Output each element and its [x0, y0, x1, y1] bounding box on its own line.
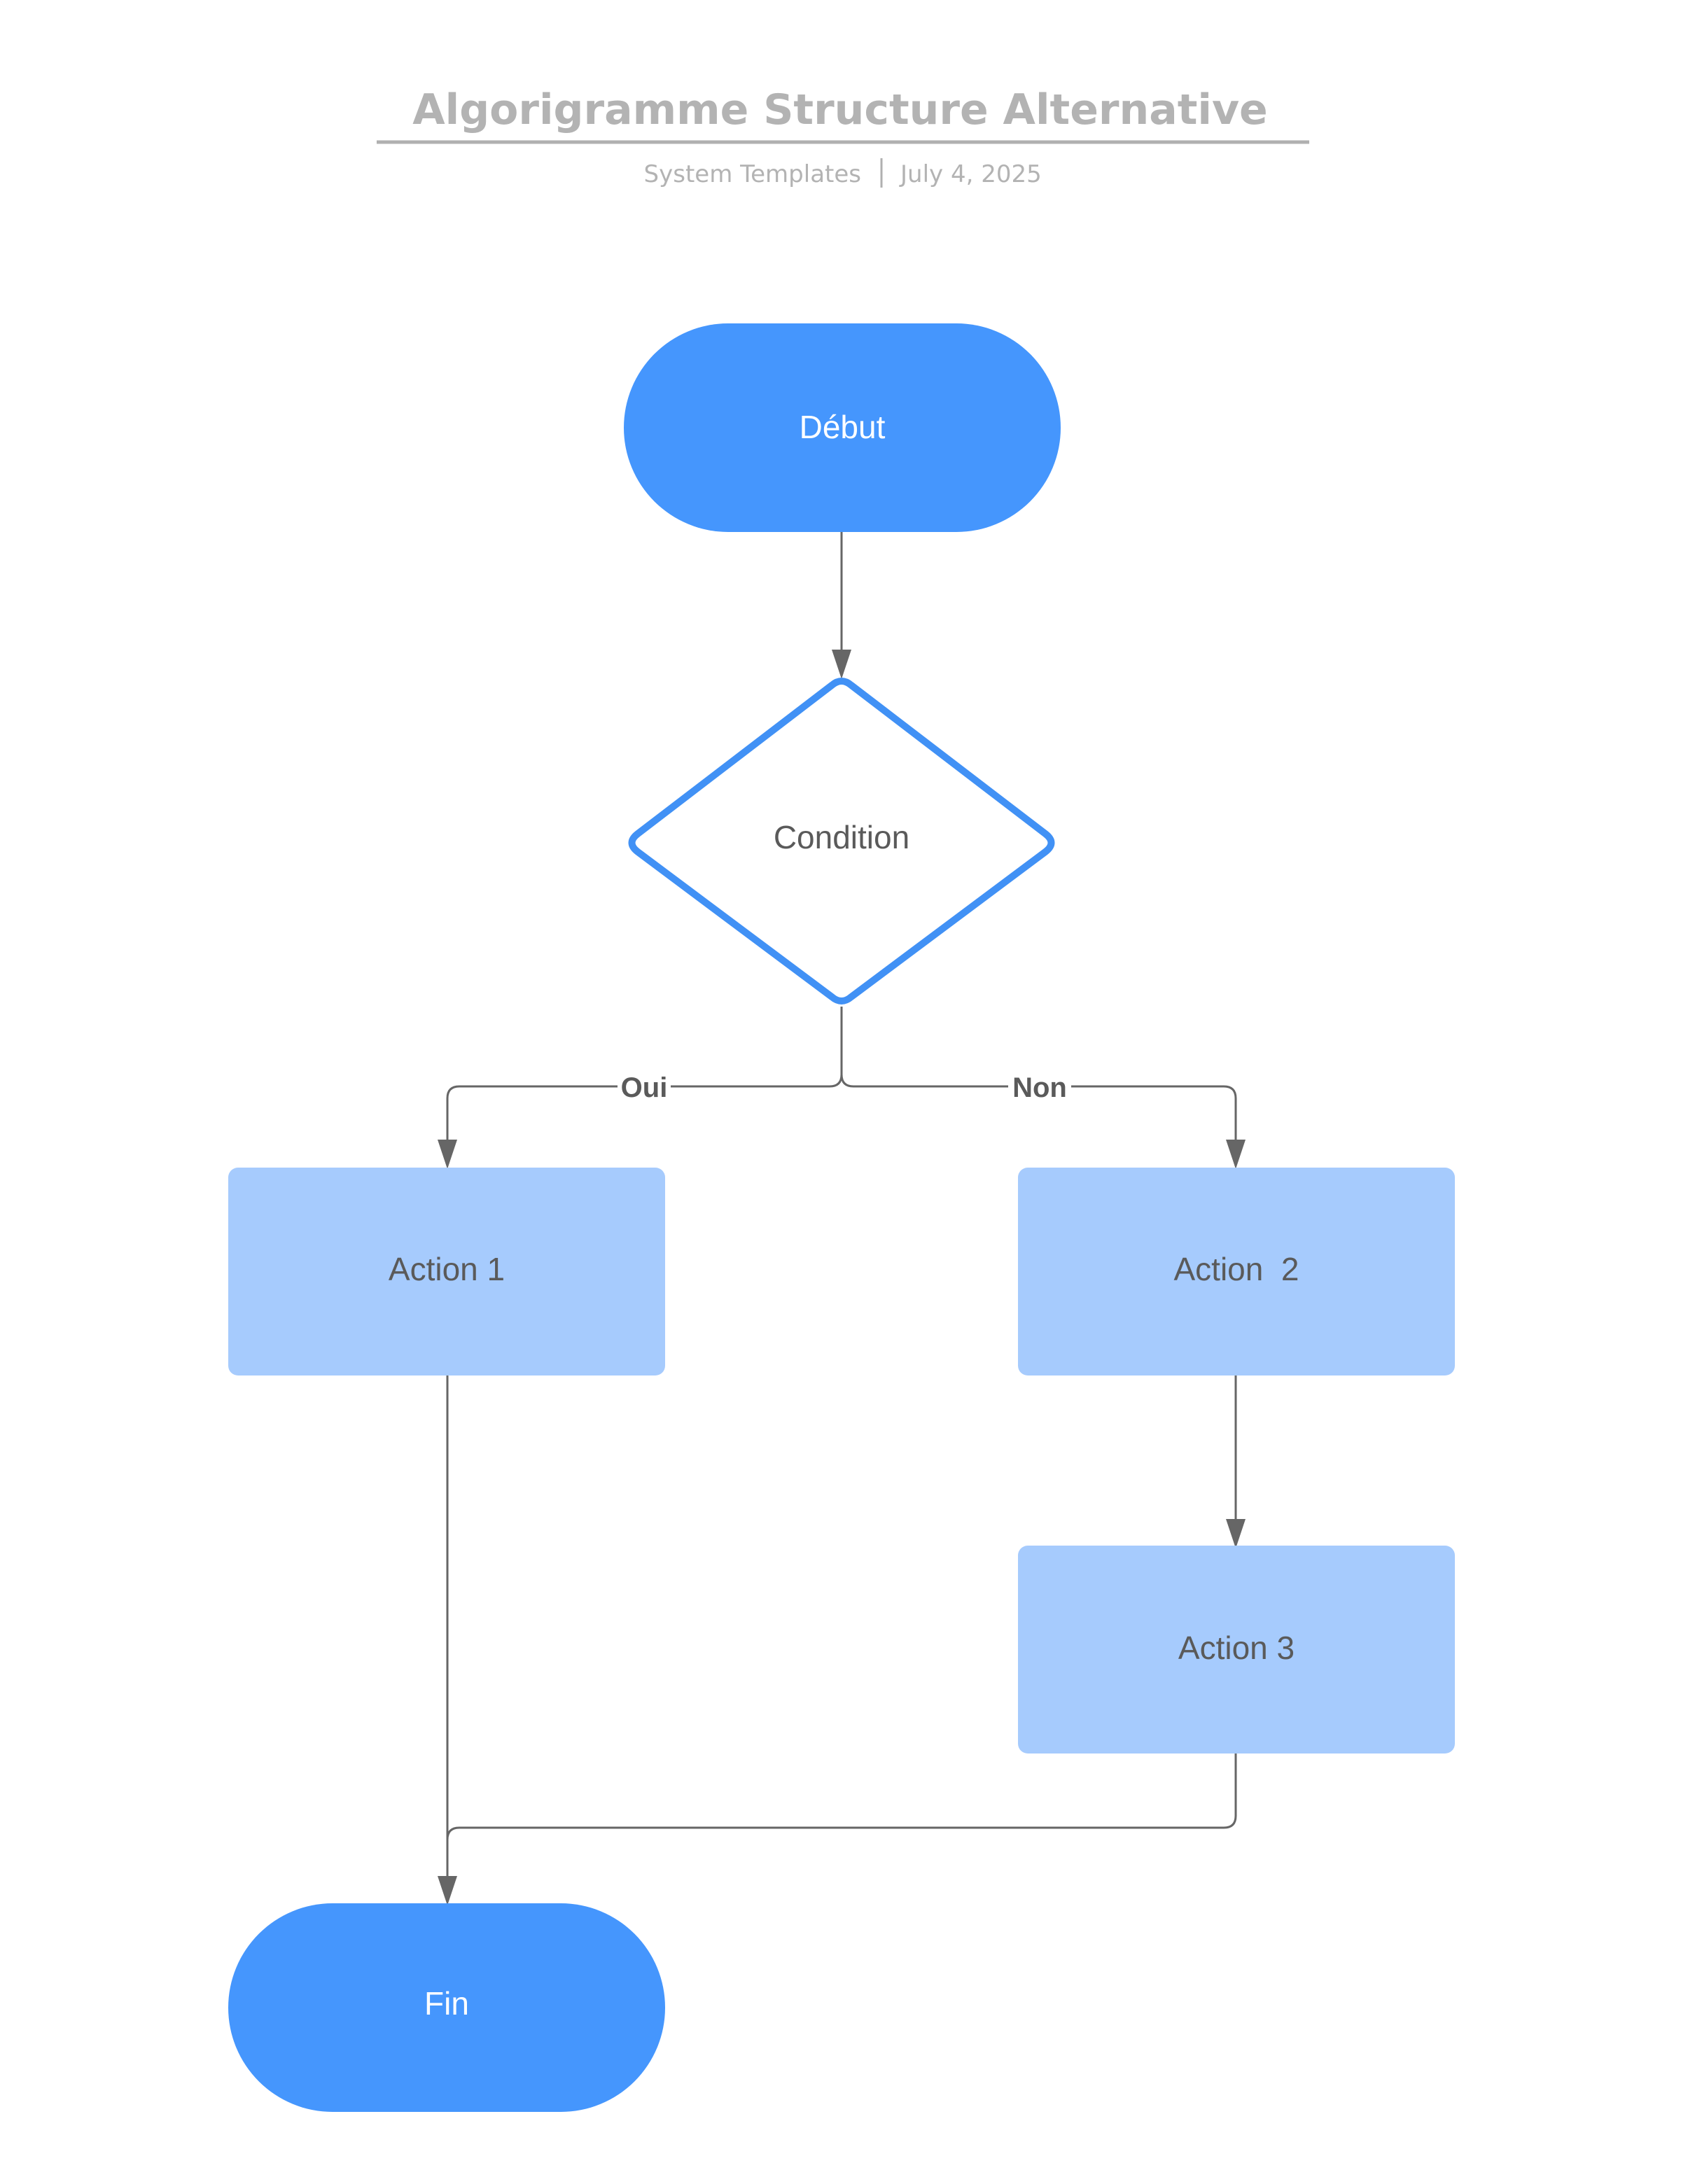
- action3-label: Action 3: [1178, 1630, 1295, 1666]
- arrowhead-action1: [438, 1140, 457, 1169]
- connector-action3-to-end: [446, 1754, 1237, 1876]
- condition-label: Condition: [774, 819, 909, 855]
- no-label-background: [1008, 1071, 1071, 1102]
- arrowhead-action2: [1226, 1140, 1246, 1169]
- no-label: Non: [1012, 1072, 1067, 1103]
- action1-process-shape: [228, 1168, 665, 1376]
- end-label: Fin: [424, 1985, 469, 2022]
- node-action2[interactable]: Action 2: [1018, 1168, 1455, 1376]
- end-terminator-shape: [228, 1903, 665, 2112]
- connector-condition-to-action2: [840, 1074, 1237, 1140]
- yes-label: Oui: [621, 1072, 668, 1103]
- document-header: Algorigramme Structure Alternative Syste…: [377, 85, 1309, 188]
- action2-process-shape: [1018, 1168, 1455, 1376]
- date-label: July 4, 2025: [899, 160, 1042, 188]
- node-action1[interactable]: Action 1: [228, 1168, 665, 1376]
- page-title: Algorigramme Structure Alternative: [412, 85, 1268, 134]
- start-label: Début: [800, 409, 886, 445]
- edge-labels: Oui Non: [618, 1071, 1071, 1103]
- node-action3[interactable]: Action 3: [1018, 1546, 1455, 1754]
- arrowhead-condition: [832, 650, 851, 679]
- arrowhead-action3: [1226, 1519, 1246, 1548]
- yes-label-background: [618, 1071, 671, 1102]
- start-terminator-shape: [624, 323, 1061, 532]
- action2-label: Action 2: [1174, 1251, 1299, 1287]
- author-label: System Templates: [644, 160, 861, 188]
- node-end[interactable]: Fin: [228, 1903, 665, 2112]
- action1-label: Action 1: [389, 1251, 505, 1287]
- node-condition[interactable]: Condition: [628, 678, 1055, 1004]
- condition-decision-shape: [628, 678, 1055, 1004]
- node-start[interactable]: Début: [624, 323, 1061, 532]
- arrowhead-end: [438, 1876, 457, 1905]
- action3-process-shape: [1018, 1546, 1455, 1754]
